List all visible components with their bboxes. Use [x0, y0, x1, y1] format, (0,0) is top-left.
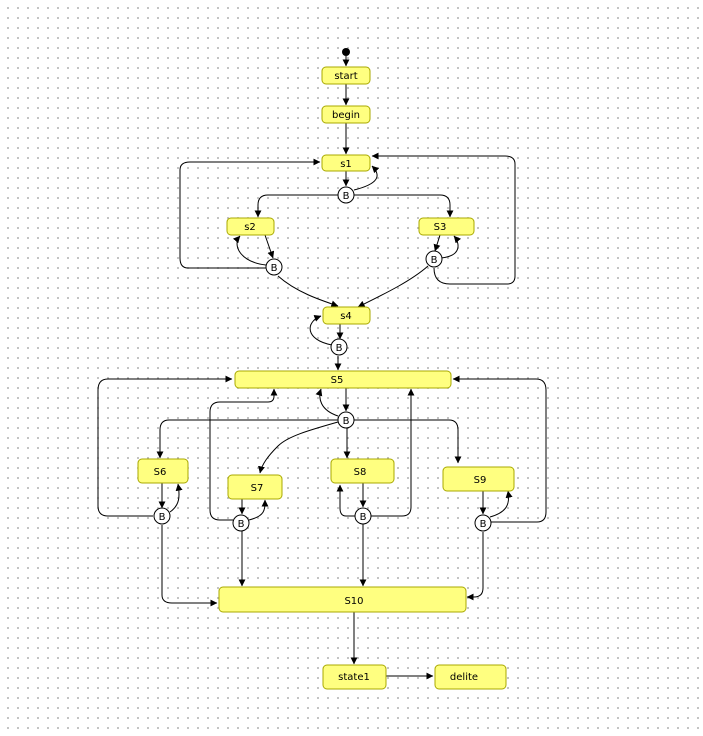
branch-node-s6[interactable]: B — [153, 507, 171, 525]
state-S5-label: S5 — [331, 375, 344, 386]
branch-label: B — [159, 512, 166, 523]
state-s2[interactable]: s2 — [226, 217, 275, 236]
edge-b1-s1-loop — [353, 165, 380, 191]
branch-label: B — [238, 519, 245, 530]
edge-b2-s1 — [179, 158, 321, 269]
state-delite[interactable]: delite — [434, 664, 507, 690]
edge-b8-s8-loop — [336, 484, 355, 517]
branch-label: B — [360, 512, 367, 523]
branch-label: B — [271, 263, 278, 274]
edge-b7-s7-loop — [248, 499, 269, 521]
edge-b5-s9 — [354, 419, 462, 464]
edge-b3-s4 — [357, 265, 429, 308]
state-s4[interactable]: s4 — [322, 306, 371, 325]
branch-node-s4[interactable]: B — [330, 338, 348, 356]
edge-b1-s2 — [254, 194, 338, 218]
state-start[interactable]: start — [321, 66, 371, 85]
branch-label: B — [343, 191, 350, 202]
edge-b2-s4 — [277, 275, 339, 308]
branch-label: B — [431, 255, 438, 266]
state-start-label: start — [334, 71, 357, 82]
edge-b9-s10 — [466, 532, 484, 601]
branch-label: B — [343, 416, 350, 427]
edge-b6-s5 — [97, 375, 233, 517]
state-state1[interactable]: state1 — [322, 664, 387, 690]
edge-b6-s10 — [161, 525, 218, 607]
state-S10-label: S10 — [344, 596, 363, 607]
edge-b4-s4-loop — [309, 315, 333, 346]
state-delite-label: delite — [450, 672, 478, 683]
edge-b9-s9-loop — [489, 490, 513, 518]
state-S7[interactable]: S7 — [227, 474, 283, 500]
edge-b9-s5 — [452, 375, 547, 523]
state-begin-label: begin — [332, 110, 360, 121]
state-s1-label: s1 — [340, 159, 352, 170]
edge-b3-s1 — [371, 152, 516, 285]
state-state1-label: state1 — [338, 672, 370, 683]
edge-b3-s3-loop — [440, 235, 461, 259]
edge-s3-b3 — [433, 234, 441, 252]
state-S8-label: S8 — [354, 467, 367, 478]
state-S9[interactable]: S9 — [442, 466, 515, 492]
branch-node-s8[interactable]: B — [354, 507, 372, 525]
initial-state-dot — [342, 48, 350, 56]
branch-node-s2[interactable]: B — [265, 258, 283, 276]
edge-b2-s2-loop — [232, 235, 267, 266]
branch-node-s7[interactable]: B — [232, 514, 250, 532]
state-S6[interactable]: S6 — [137, 458, 189, 484]
edge-b6-s6-loop — [169, 483, 183, 513]
state-S8[interactable]: S8 — [330, 458, 395, 484]
branch-node-s9[interactable]: B — [474, 514, 492, 532]
state-S3[interactable]: S3 — [418, 217, 475, 236]
state-S6-label: S6 — [154, 467, 167, 478]
state-begin[interactable]: begin — [321, 105, 371, 124]
edge-b5-s6 — [156, 419, 338, 459]
branch-node-s1[interactable]: B — [337, 186, 355, 204]
state-S9-label: S9 — [474, 475, 487, 486]
state-S10[interactable]: S10 — [218, 586, 467, 613]
state-S5[interactable]: S5 — [234, 370, 452, 389]
edge-b7-s5 — [209, 388, 278, 521]
branch-label: B — [336, 343, 343, 354]
state-s1[interactable]: s1 — [321, 154, 371, 172]
edge-b8-s5 — [371, 388, 415, 517]
state-s4-label: s4 — [340, 311, 352, 322]
edge-b5-s7 — [258, 421, 339, 474]
state-S3-label: S3 — [434, 222, 447, 233]
edge-s2-b2 — [264, 234, 275, 259]
edges — [97, 56, 547, 680]
branch-label: B — [480, 519, 487, 530]
state-S7-label: S7 — [251, 483, 264, 494]
edge-b5-s5-loop — [315, 388, 339, 417]
edge-b1-s3 — [354, 194, 454, 218]
state-s2-label: s2 — [244, 222, 256, 233]
branch-node-s3[interactable]: B — [425, 250, 443, 268]
branch-node-s5[interactable]: B — [337, 411, 355, 429]
